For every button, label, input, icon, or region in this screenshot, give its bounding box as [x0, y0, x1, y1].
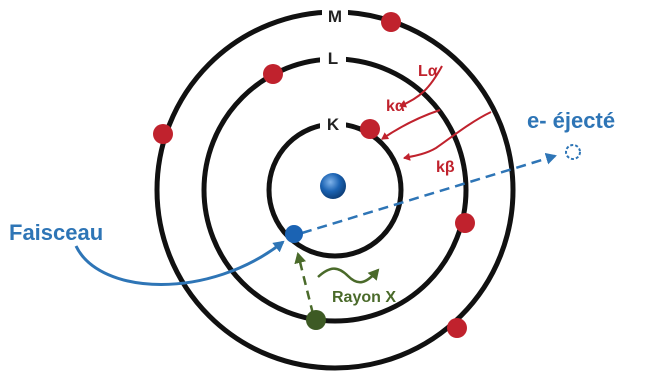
shell-label-m: M	[328, 7, 342, 26]
green-electron	[306, 310, 326, 330]
shell-label-l: L	[328, 49, 338, 68]
transition-label-l-alpha: Lα	[418, 63, 438, 80]
incident-electron	[285, 225, 303, 243]
ejected-electron	[566, 145, 580, 159]
nucleus	[320, 173, 346, 199]
xray-label: Rayon X	[332, 289, 396, 306]
ejected-label: e- éjecté	[527, 108, 615, 133]
transition-label-k-beta: kβ	[436, 159, 455, 176]
xray-wave-arrow	[318, 269, 378, 283]
shell-label-k: K	[327, 115, 340, 134]
xray-transition-path	[298, 254, 313, 314]
transition-label-k-alpha: kα	[386, 98, 405, 115]
electron-m-bottom	[447, 318, 467, 338]
electron-k	[360, 119, 380, 139]
electron-m-left	[153, 124, 173, 144]
beam-label: Faisceau	[9, 220, 103, 245]
electron-m-top	[381, 12, 401, 32]
electron-l-right	[455, 213, 475, 233]
electron-l-left	[263, 64, 283, 84]
